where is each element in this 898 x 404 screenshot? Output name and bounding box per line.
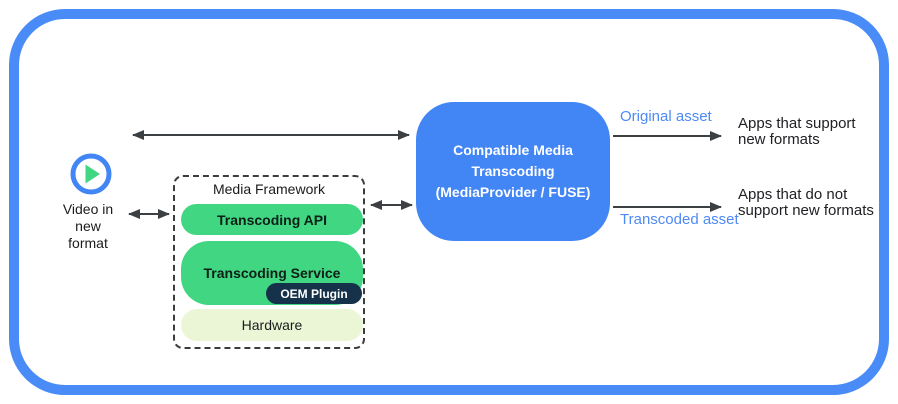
transcoding-provider-box: Compatible Media Transcoding (MediaProvi… bbox=[416, 102, 610, 241]
original-asset-label: Original asset bbox=[620, 108, 712, 125]
hardware-layer: Hardware bbox=[181, 309, 363, 341]
transcoding-service-layer: Transcoding Service OEM Plugin bbox=[181, 241, 363, 305]
transcoding-service-label: Transcoding Service bbox=[203, 265, 341, 281]
transcoded-asset-label: Transcoded asset bbox=[620, 211, 739, 228]
oem-plugin-label: OEM Plugin bbox=[280, 286, 348, 301]
hardware-label: Hardware bbox=[241, 317, 303, 333]
media-framework-title: Media Framework bbox=[212, 181, 326, 197]
transcoding-api-layer: Transcoding API bbox=[181, 204, 363, 235]
transcoding-api-label: Transcoding API bbox=[217, 211, 327, 228]
diagram-frame bbox=[9, 9, 889, 395]
transcoding-provider-label: Compatible Media Transcoding (MediaProvi… bbox=[435, 142, 591, 200]
play-icon bbox=[70, 153, 112, 195]
video-source-label: Video in new format bbox=[62, 201, 114, 251]
apps-support-label: Apps that support new formats bbox=[738, 115, 856, 148]
apps-no-support-label: Apps that do not support new formats bbox=[738, 186, 874, 219]
oem-plugin-badge: OEM Plugin bbox=[266, 283, 362, 304]
media-framework-box: Media Framework Transcoding API Transcod… bbox=[173, 175, 365, 349]
